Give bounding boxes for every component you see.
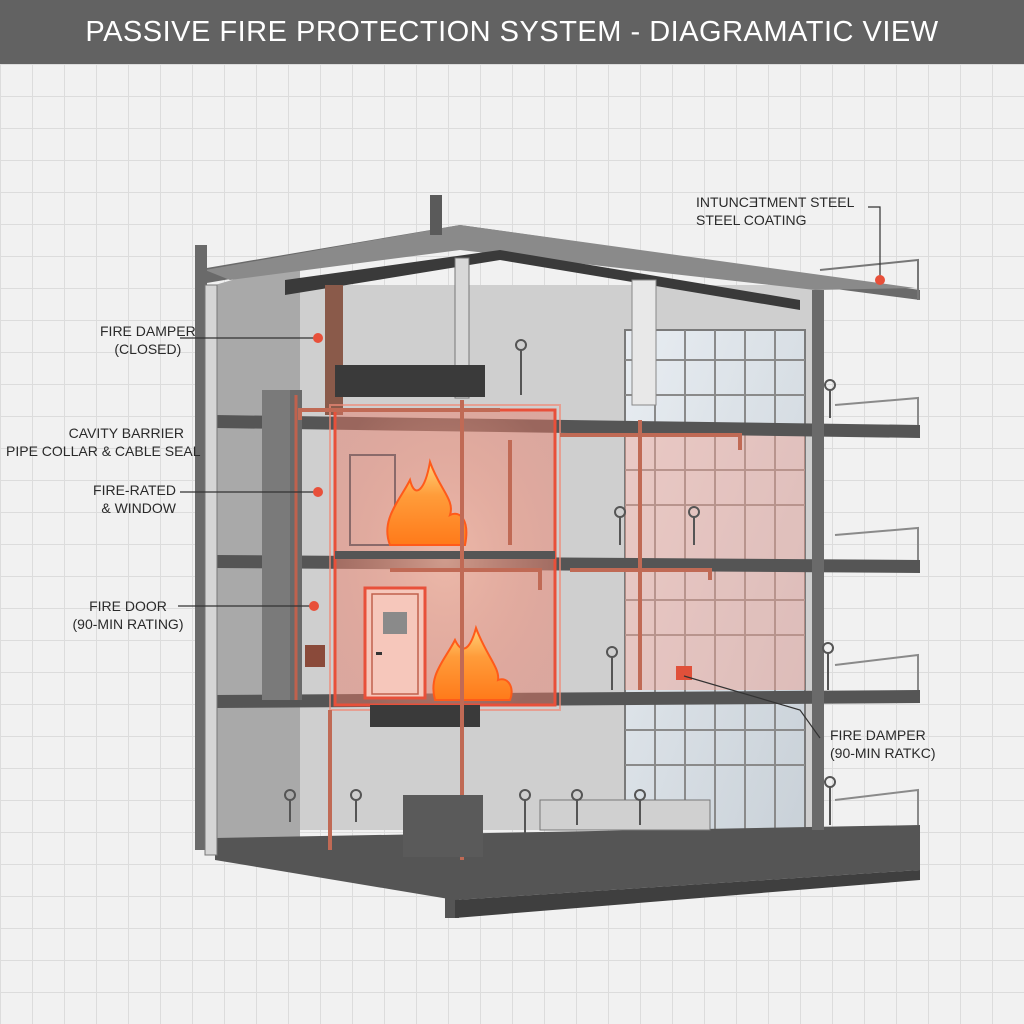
structural-columns bbox=[195, 245, 824, 856]
ground-floor-equipment bbox=[403, 795, 711, 857]
callout-leaders bbox=[178, 206, 881, 739]
service-riser bbox=[262, 390, 325, 700]
service-pipes bbox=[298, 400, 742, 860]
curtain-wall-glazing bbox=[624, 329, 806, 831]
upper-door bbox=[349, 454, 396, 546]
diagram-title: PASSIVE FIRE PROTECTION SYSTEM - DIAGRAM… bbox=[85, 15, 939, 48]
roof-slab bbox=[195, 195, 920, 310]
label-fire-damper-rating: FIRE DAMPER (90-MIN RATKC) bbox=[830, 727, 936, 761]
fire-lower bbox=[432, 624, 513, 701]
label-fire-rated-window: FIRE-RATED & WINDOW bbox=[93, 482, 176, 516]
label-cavity-barrier: CAVITY BARRIER PIPE COLLAR & CABLE SEAL bbox=[6, 425, 201, 459]
label-intumescent-coating: INTUNCƎTMENT STEEL STEEL COATING bbox=[696, 194, 855, 228]
balcony-railings bbox=[834, 396, 919, 825]
label-fire-damper-closed: FIRE DAMPER (CLOSED) bbox=[100, 323, 196, 357]
callout-dots bbox=[309, 275, 885, 611]
label-fire-door: FIRE DOOR (90-MIN RATING) bbox=[72, 598, 184, 632]
fire-damper-unit bbox=[676, 666, 692, 680]
diagram-title-bar: PASSIVE FIRE PROTECTION SYSTEM - DIAGRAM… bbox=[0, 0, 1024, 64]
occupant-figures bbox=[284, 339, 836, 850]
fire-door bbox=[363, 586, 427, 700]
